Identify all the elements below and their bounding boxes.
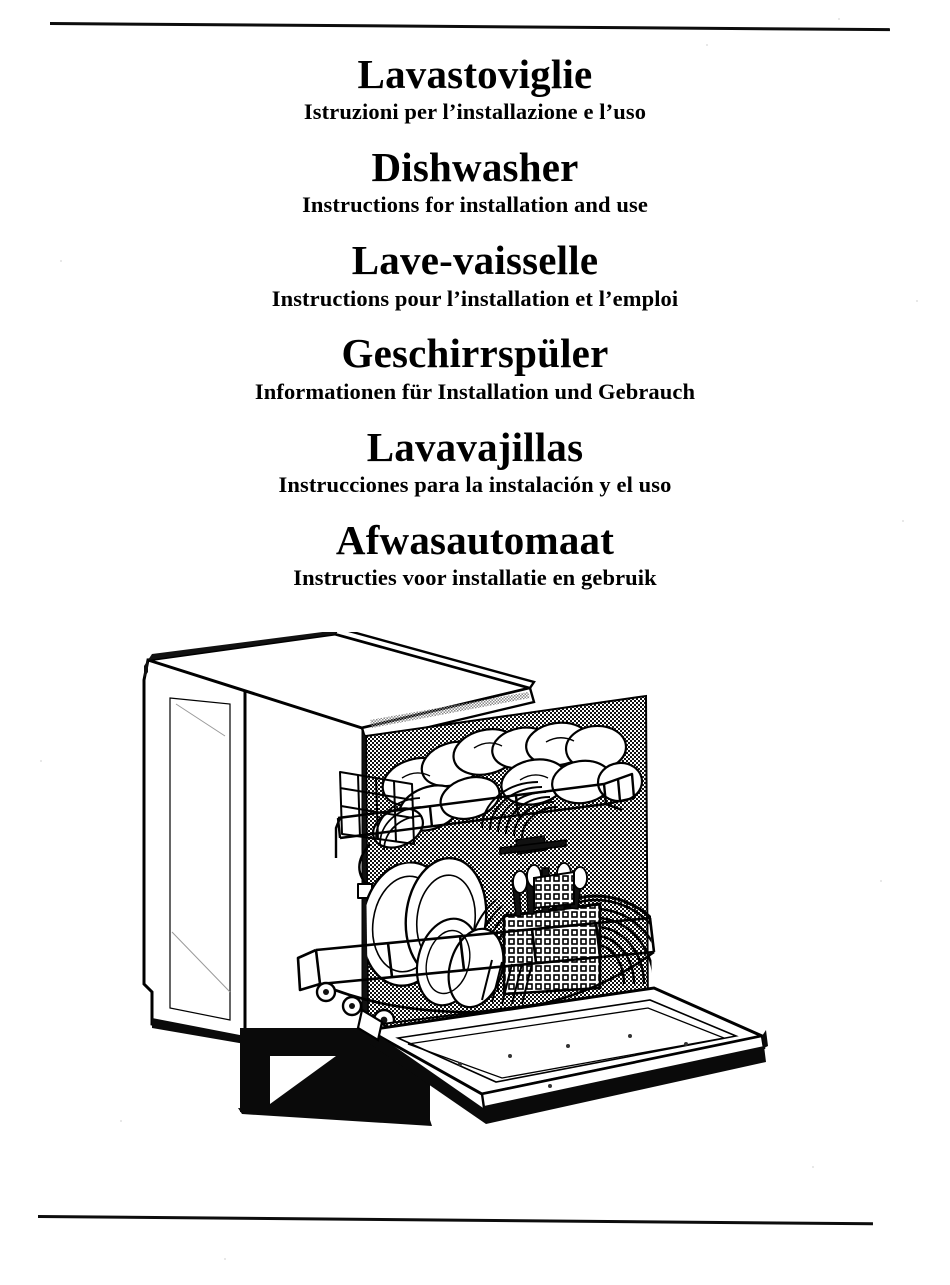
cabinet-top xyxy=(144,632,536,744)
door-right-edge xyxy=(762,1030,768,1048)
language-block-italian: Lavastoviglie Istruzioni per l’installaz… xyxy=(0,52,950,125)
cabinet-body xyxy=(142,658,247,1044)
title-english: Dishwasher xyxy=(371,144,579,191)
side-panel-inset-outline xyxy=(169,697,231,1021)
upper-rack-right-cage-bar xyxy=(616,778,622,802)
upper-rack-carrier-right xyxy=(605,802,623,812)
title-italian: Lavastoviglie xyxy=(357,51,593,97)
scan-speck xyxy=(916,300,918,302)
lower-rack-wheels xyxy=(315,981,396,1032)
worktop-shading xyxy=(370,692,530,728)
cutlery-basket-lid xyxy=(533,870,575,910)
subtitle-dutch: Instructies voor installatie en gebruik xyxy=(293,564,657,590)
upper-rack-left-grid xyxy=(339,771,415,845)
language-block-dutch: Afwasautomaat Instructies voor installat… xyxy=(0,516,950,591)
bowl-rim xyxy=(519,774,549,781)
scan-speck xyxy=(224,1258,226,1260)
lower-rack-floor-edge xyxy=(319,950,655,1014)
upper-rack-front-rail-bottom xyxy=(339,802,607,840)
door-inner-panel-outline xyxy=(395,999,739,1083)
subtitle-spanish: Instrucciones para la instalación y el u… xyxy=(278,471,672,497)
lower-rack-front-rail-bottom xyxy=(319,950,655,986)
title-french: Lave-vaisselle xyxy=(351,237,599,284)
base-plinth xyxy=(238,1028,486,1126)
bowl-rim xyxy=(545,737,575,743)
side-panel-bottom-shadow xyxy=(152,1018,245,1044)
scan-speck xyxy=(812,1166,814,1168)
title-german: Geschirrspüler xyxy=(341,330,609,377)
subtitle-german: Informationen für Installation und Gebra… xyxy=(254,378,696,404)
scan-speck xyxy=(40,760,42,762)
worktop-right-edge xyxy=(333,632,536,690)
lower-rack-front-rail-top xyxy=(315,916,651,952)
subtitle-italian: Istruzioni per l’installazione e l’uso xyxy=(303,99,647,125)
door-hinge-bracket xyxy=(356,1008,384,1042)
bowl-rim xyxy=(401,772,431,779)
scan-speck xyxy=(880,880,882,882)
lower-rack-left-cage xyxy=(296,948,321,992)
title-dutch: Afwasautomaat xyxy=(335,516,615,563)
side-panel-highlight-2 xyxy=(171,931,231,993)
scan-speck xyxy=(838,18,840,20)
subtitle-french: Instructions pour l’installation et l’em… xyxy=(271,285,679,311)
worktop-rear-trim xyxy=(148,632,337,660)
bowl-rim xyxy=(473,742,503,749)
open-door xyxy=(363,986,768,1124)
language-block-french: Lave-vaisselle Instructions pour l’insta… xyxy=(0,238,950,311)
side-panel-highlight xyxy=(175,703,226,737)
title-spanish: Lavavajillas xyxy=(366,423,584,470)
dishwasher-illustration xyxy=(130,632,790,1172)
bowl xyxy=(439,775,501,821)
hinge-plate xyxy=(356,1008,384,1042)
upper-rack xyxy=(334,771,636,899)
subtitle-english: Instructions for installation and use xyxy=(302,192,648,218)
language-block-english: Dishwasher Instructions for installation… xyxy=(0,145,950,218)
mid-spray-assembly xyxy=(499,835,567,855)
language-block-german: Geschirrspüler Informationen für Install… xyxy=(0,331,950,404)
lower-rack-front-post xyxy=(648,917,656,953)
worktop-left-edge xyxy=(144,660,148,678)
door-rivets xyxy=(458,1034,688,1088)
lower-rack-front-post xyxy=(314,949,322,985)
upper-rack-front-post xyxy=(514,795,520,817)
floor-shadow xyxy=(238,1108,432,1126)
left-side-panel xyxy=(142,658,247,1044)
lower-rack-front-post xyxy=(530,928,538,964)
scan-speck xyxy=(60,260,62,262)
lower-rack xyxy=(296,916,656,1014)
lower-rack-front-post xyxy=(458,935,466,971)
bottom-horizontal-rule xyxy=(37,1215,873,1226)
upper-rack-front-post xyxy=(602,783,608,805)
language-title-stack: Lavastoviglie Istruzioni per l’installaz… xyxy=(0,52,950,591)
top-horizontal-rule xyxy=(49,22,890,32)
plinth-cutout xyxy=(270,1056,336,1104)
upper-rack-contents xyxy=(372,721,644,851)
upper-rack-front-post xyxy=(428,806,434,828)
plinth-front-face xyxy=(368,1028,486,1124)
lower-rack-front-post xyxy=(386,942,394,978)
upper-rack-carrier-left xyxy=(334,817,342,858)
scan-speck xyxy=(902,520,904,522)
lower-rack-contents xyxy=(366,856,652,1009)
door-drop-shadow xyxy=(484,1046,766,1124)
scan-speck xyxy=(706,44,708,46)
spray-arm-bar xyxy=(499,839,567,855)
door-inner-panel-outline-2 xyxy=(407,1007,727,1079)
lower-rack-front-post xyxy=(594,922,602,958)
language-block-spanish: Lavavajillas Instrucciones para la insta… xyxy=(0,423,950,498)
scan-speck xyxy=(120,1120,122,1122)
cutlery-basket xyxy=(502,862,602,996)
